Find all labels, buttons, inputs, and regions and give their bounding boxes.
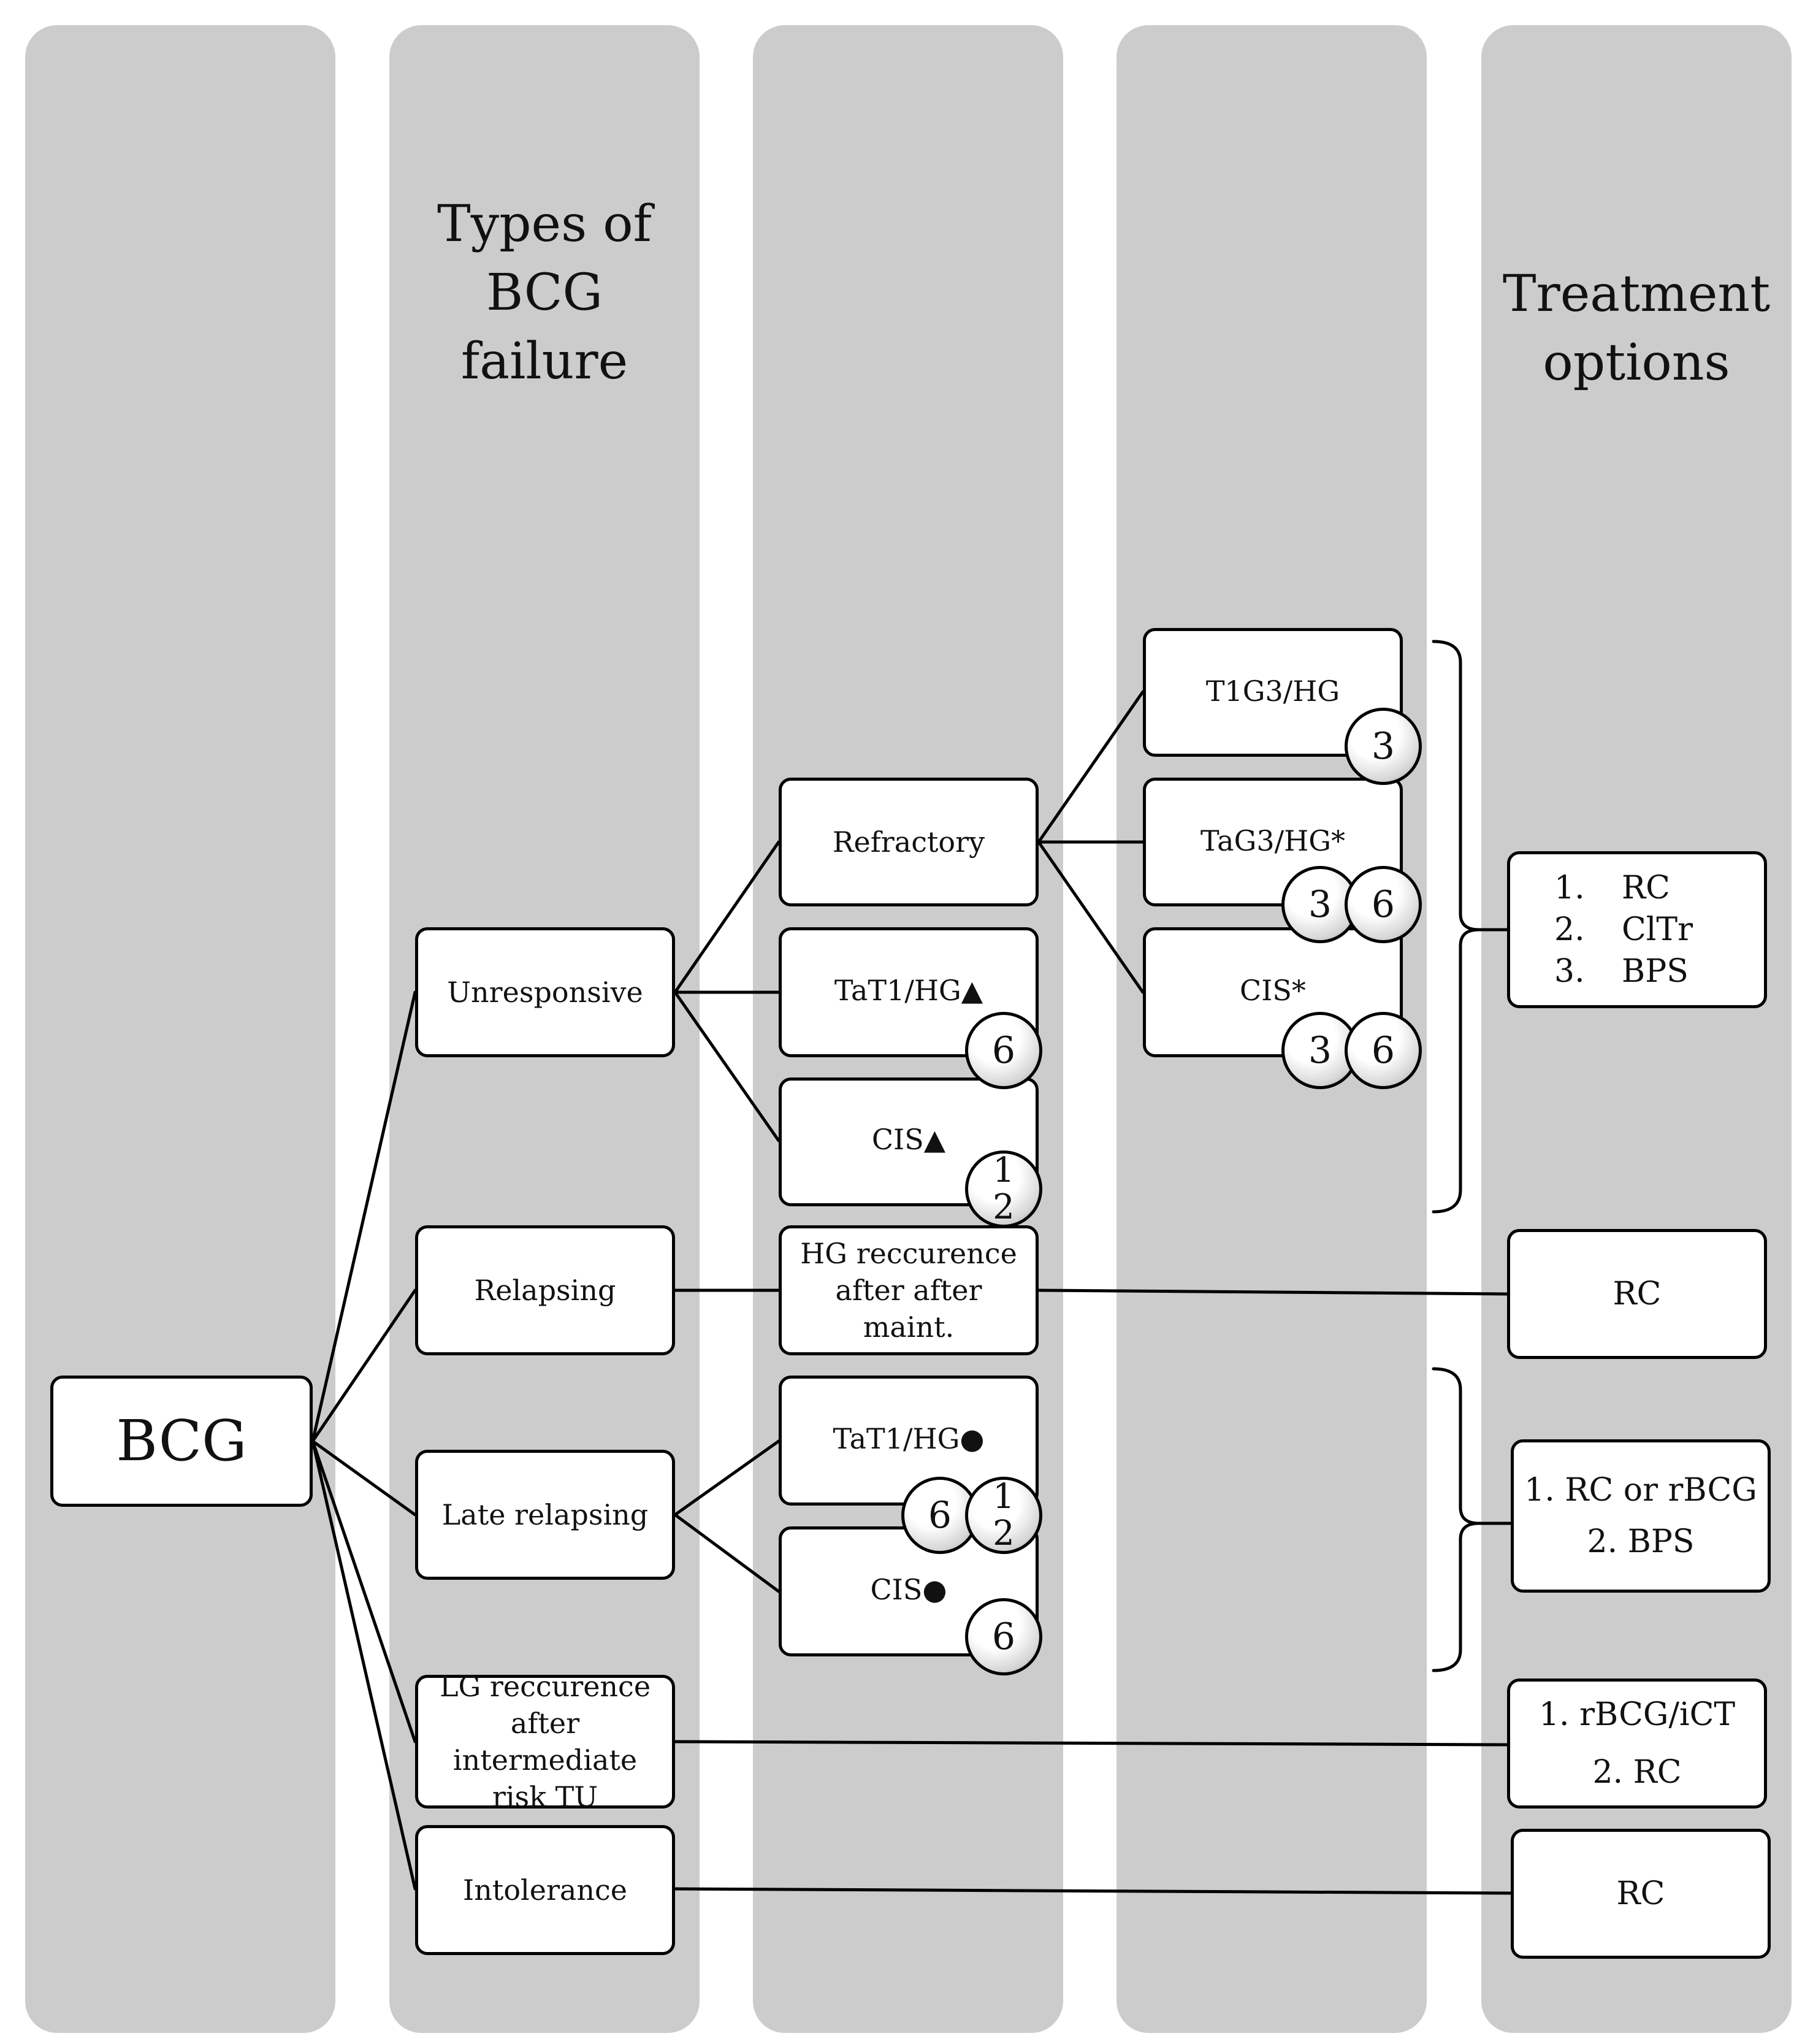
badge-cis-dot: 6: [965, 1598, 1042, 1675]
bracket-unresponsive: [1432, 640, 1479, 1214]
relapsing-box: Relapsing: [415, 1225, 675, 1355]
treatment-lg-recurrence-list: 1. rBCG/iCT 2. RC: [1539, 1686, 1735, 1801]
treatment-intolerance-box: RC: [1511, 1829, 1771, 1959]
badge-t1g3: 3: [1345, 708, 1422, 785]
badge-tat1-triangle: 6: [965, 1012, 1042, 1089]
bracket-late-relapsing: [1432, 1367, 1479, 1672]
badge-cis-triangle: 1 2: [965, 1150, 1042, 1228]
treatment-group-1-list: 1. RC 2. ClTr 3. BPS: [1554, 867, 1720, 992]
badge-cis-triangle-text: 1 2: [993, 1150, 1015, 1227]
badge-tag3-2: 6: [1345, 866, 1422, 943]
treatment-lg-recurrence-box: 1. rBCG/iCT 2. RC: [1507, 1678, 1767, 1809]
lg-recurrence-box: LG reccurence after intermediate risk TU: [415, 1670, 675, 1813]
treatment-relapsing-box: RC: [1507, 1229, 1767, 1359]
treatment-1-number: 1.: [1554, 870, 1585, 906]
treatment-late-relapsing-item-1: 1. RC or rBCG: [1524, 1472, 1757, 1509]
heading-types-of-bcg-failure: Types of BCG failure: [437, 195, 652, 391]
bcg-box: BCG: [50, 1376, 313, 1507]
badge-cis-refractory-1: 3: [1281, 1012, 1359, 1089]
treatment-late-relapsing-item-2: 2. BPS: [1587, 1523, 1695, 1560]
treatment-2-label: ClTr: [1622, 911, 1693, 948]
treatment-lg-recurrence-item-1: 1. rBCG/iCT: [1538, 1696, 1736, 1733]
late-relapsing-box: Late relapsing: [415, 1450, 675, 1580]
unresponsive-box: Unresponsive: [415, 927, 675, 1057]
treatment-late-relapsing-list: 1. RC or rBCG 2. BPS: [1524, 1464, 1757, 1567]
treatment-late-relapsing-box: 1. RC or rBCG 2. BPS: [1511, 1439, 1771, 1593]
treatment-3-label: BPS: [1622, 953, 1689, 990]
treatment-lg-recurrence-item-2: 2. RC: [1592, 1754, 1682, 1791]
heading-treatment-options: Treatment options: [1502, 265, 1771, 392]
refractory-box: Refractory: [779, 778, 1039, 906]
intolerance-box: Intolerance: [415, 1825, 675, 1955]
treatment-2-number: 2.: [1554, 911, 1585, 948]
column-1: [25, 25, 335, 2033]
badge-tat1-dot-2: 1 2: [965, 1477, 1042, 1554]
badge-cis-refractory-2: 6: [1345, 1012, 1422, 1089]
treatment-group-1-box: 1. RC 2. ClTr 3. BPS: [1507, 851, 1767, 1008]
treatment-1-label: RC: [1622, 870, 1670, 906]
badge-tat1-dot-2-text: 1 2: [993, 1477, 1015, 1553]
hg-recurrence-box: HG reccurence after after maint.: [779, 1225, 1039, 1355]
treatment-3-number: 3.: [1554, 953, 1585, 990]
